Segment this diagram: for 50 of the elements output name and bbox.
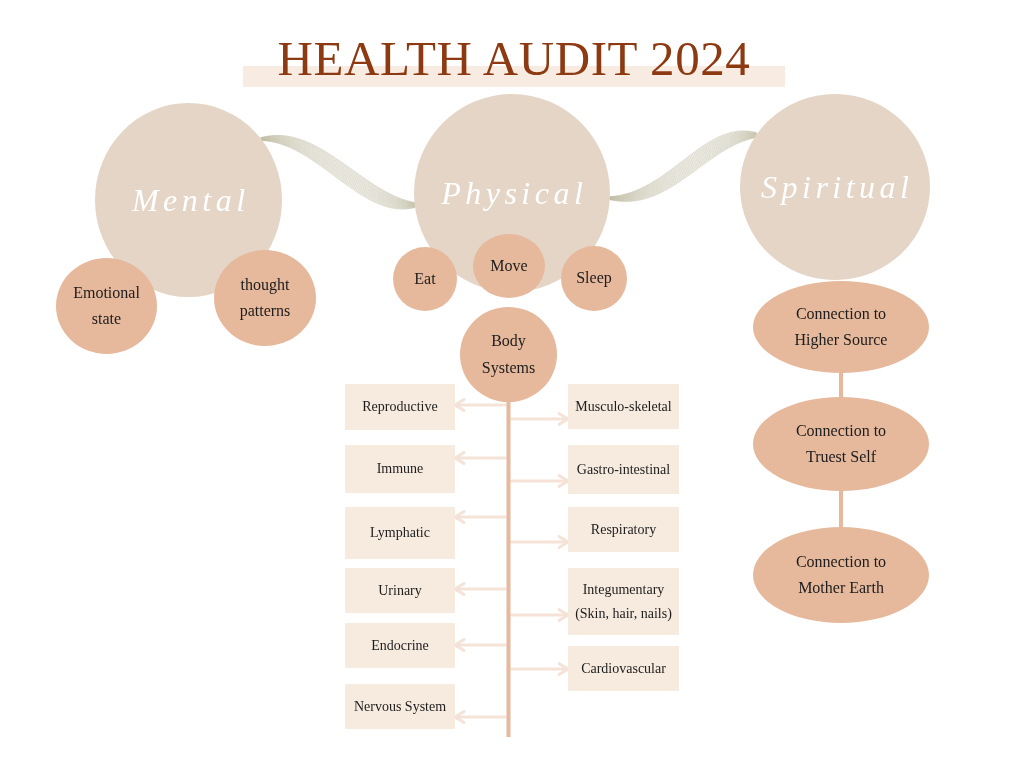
system-box	[568, 384, 679, 429]
system-box	[568, 507, 679, 552]
system-box	[568, 445, 679, 494]
system-label: Lymphatic	[370, 524, 430, 543]
arrow	[453, 510, 507, 524]
category-label: Spiritual	[760, 167, 914, 207]
arrow	[510, 608, 570, 622]
category-label: Mental	[130, 180, 250, 220]
arrow	[453, 451, 507, 465]
system-box	[568, 646, 679, 691]
arrow	[453, 638, 507, 652]
arrow	[453, 582, 507, 596]
system-label: Urinary	[378, 581, 422, 600]
system-label: Respiratory	[590, 520, 657, 539]
connection-label: Connection to Truest Self	[794, 421, 888, 467]
system-box	[345, 384, 455, 430]
system-box	[345, 507, 455, 559]
system-label: Endocrine	[371, 636, 429, 655]
system-box	[345, 568, 455, 613]
connection-label: Connection to Mother Earth	[794, 552, 888, 598]
arrow	[510, 662, 570, 676]
connection-label: Connection to Higher Source	[793, 304, 889, 351]
topic-label: Move	[490, 255, 528, 276]
topic-label: thought patterns	[238, 274, 292, 322]
system-label: Musculo-skeletal	[575, 397, 672, 416]
system-label: Reproductive	[362, 398, 438, 417]
connector-line	[839, 371, 843, 399]
arrow	[453, 710, 507, 724]
topic-label: Eat	[414, 268, 436, 289]
arrow	[510, 474, 570, 488]
system-box	[345, 445, 455, 493]
category-label: Physical	[440, 173, 588, 213]
wave-connector	[609, 130, 757, 202]
system-box	[345, 684, 455, 729]
system-label: Nervous System	[353, 697, 447, 716]
topic-label: Emotional state	[72, 282, 141, 329]
topic-label: Sleep	[576, 268, 612, 289]
arrow	[510, 535, 570, 549]
system-label: Gastro-intestinal	[576, 460, 671, 479]
arrow	[510, 412, 570, 426]
connector-line	[839, 489, 843, 529]
system-label: Immune	[376, 460, 424, 479]
system-label: Cardiovascular	[581, 659, 666, 678]
system-box	[568, 568, 679, 635]
trunk-line	[506, 400, 511, 737]
topic-label: Body Systems	[480, 331, 537, 379]
system-label: Integumentary (Skin, hair, nails)	[574, 580, 673, 623]
system-box	[345, 623, 455, 668]
arrow	[453, 398, 507, 412]
wave-connector	[260, 135, 415, 210]
